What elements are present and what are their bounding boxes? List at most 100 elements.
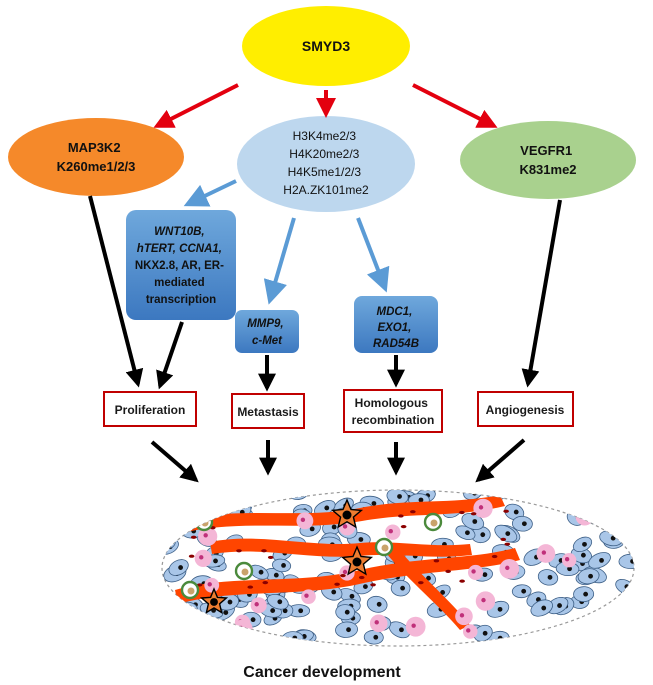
- tumor-cell-nucleus: [599, 557, 604, 563]
- tumor-cell-nucleus: [582, 541, 587, 547]
- immune-cell-nucleus: [203, 533, 208, 538]
- tumor-cell-nucleus: [397, 494, 402, 499]
- tumor-cell-nucleus: [418, 497, 424, 503]
- tumor-cell-nucleus: [331, 524, 337, 530]
- tumor-cell-nucleus: [270, 608, 276, 613]
- red-blood-cell: [470, 512, 477, 516]
- immune-cell: [385, 524, 401, 540]
- wnt-gene-box: WNT10B, hTERT, CCNA1, NKX2.8, AR, ER- me…: [126, 210, 236, 320]
- fibroblast-nucleus: [210, 598, 218, 606]
- tumor-cell-nucleus: [630, 589, 634, 595]
- tumor-cell-nucleus: [626, 529, 632, 535]
- tumor-cell-nucleus: [186, 606, 192, 611]
- arrow-smyd3-to-map3k2: [153, 83, 239, 128]
- tumor-cell-nucleus: [205, 511, 211, 516]
- tumor-cell: [211, 490, 236, 501]
- macrophage-nucleus: [381, 544, 389, 552]
- red-blood-cell: [459, 579, 465, 583]
- tumor-cell-nucleus: [376, 601, 382, 607]
- immune-cell-nucleus: [342, 524, 348, 529]
- red-blood-cell: [491, 554, 498, 559]
- arrow-vegfr1-to-angiogenesis: [521, 199, 562, 388]
- tumor-cell-nucleus: [363, 584, 368, 590]
- tumor-cell-nucleus: [258, 569, 264, 575]
- immune-cell: [405, 616, 426, 637]
- tumor-cell-nucleus: [281, 563, 286, 568]
- tumor-illustration: [161, 489, 635, 647]
- tumor-cell-nucleus: [309, 526, 315, 532]
- tumor-cell-nucleus: [547, 574, 553, 580]
- tumor-cell-nucleus: [349, 593, 355, 599]
- tumor-cell-nucleus: [633, 491, 634, 497]
- tumor-cell-nucleus: [472, 490, 477, 496]
- immune-cell-nucleus: [342, 569, 348, 575]
- immune-cell: [455, 607, 473, 626]
- tumor-cell-nucleus: [223, 610, 229, 615]
- tumor-cell-nucleus: [227, 507, 233, 513]
- immune-cell: [575, 507, 594, 526]
- immune-cell-nucleus: [300, 517, 306, 523]
- tumor-cell-nucleus: [521, 588, 527, 594]
- immune-cell-nucleus: [199, 555, 204, 560]
- proliferation-box: Proliferation: [103, 391, 197, 427]
- tumor-cell-nucleus: [400, 585, 406, 591]
- tumor-cell-nucleus: [597, 515, 603, 520]
- tumor-cell-nucleus: [273, 572, 279, 578]
- tumor-cell-nucleus: [513, 509, 519, 515]
- tumor-cell-nucleus: [465, 530, 470, 536]
- fibroblast-nucleus: [352, 557, 362, 567]
- tumor-cell-nucleus: [496, 491, 502, 497]
- tumor-cell-nucleus: [250, 617, 256, 623]
- tumor-cell-nucleus: [588, 573, 593, 579]
- tumor-cell: [615, 490, 634, 501]
- tumor-cell-nucleus: [534, 640, 540, 646]
- histone-marks-node: H3K4me2/3 H4K20me2/3 H4K5me1/2/3 H2A.ZK1…: [237, 116, 415, 212]
- histone-marks-label: H3K4me2/3 H4K20me2/3 H4K5me1/2/3 H2A.ZK1…: [283, 129, 369, 197]
- tumor-cell-nucleus: [346, 627, 351, 633]
- tumor-cell-nucleus: [482, 572, 488, 578]
- red-blood-cell: [247, 585, 254, 589]
- mdc-gene-box: MDC1, EXO1, RAD54B: [354, 296, 438, 353]
- arrow-wnt-to-proliferation: [156, 321, 184, 390]
- tumor-cell: [224, 631, 243, 646]
- red-blood-cell: [188, 554, 195, 558]
- red-blood-cell: [504, 542, 511, 546]
- red-blood-cell: [410, 510, 416, 514]
- smyd3-label: SMYD3: [302, 38, 350, 54]
- tumor-cell-nucleus: [241, 490, 247, 495]
- immune-cell: [301, 589, 316, 605]
- homologous-recombination-box: Homologous recombination: [343, 389, 443, 433]
- red-blood-cell: [500, 537, 507, 541]
- red-blood-cell: [400, 525, 407, 529]
- tumor-cell-nucleus: [609, 611, 615, 617]
- tumor-cell-nucleus: [521, 521, 527, 527]
- immune-cell-nucleus: [411, 623, 416, 628]
- immune-cell: [475, 591, 496, 611]
- immune-cell-nucleus: [580, 513, 585, 518]
- immune-cell-nucleus: [466, 628, 471, 633]
- arrow-histone-to-mdc: [356, 217, 390, 293]
- arrow-smyd3-to-vegfr1: [412, 83, 498, 128]
- tumor-cell-nucleus: [541, 605, 547, 611]
- tumor-cell-nucleus: [213, 558, 218, 564]
- blood-vessel-middle: [210, 538, 472, 557]
- red-blood-cell: [433, 559, 440, 563]
- immune-cell: [250, 597, 267, 614]
- tumor-cell: [194, 494, 214, 511]
- immune-cell-nucleus: [471, 569, 476, 574]
- tumor-overlay: [180, 498, 594, 639]
- immune-cell: [296, 512, 314, 530]
- tumor-cell-nucleus: [567, 566, 572, 572]
- tumor-cell-nucleus: [610, 535, 616, 541]
- immune-cell-nucleus: [207, 582, 212, 587]
- immune-cell: [499, 559, 520, 579]
- arrow-histone-to-wnt: [183, 179, 237, 207]
- immune-cell-nucleus: [478, 505, 484, 510]
- immune-cell-nucleus: [459, 613, 465, 618]
- tumor-cell-nucleus: [277, 599, 283, 605]
- immune-cell-nucleus: [374, 620, 379, 625]
- arrow-proliferation-to-tumor: [150, 440, 199, 483]
- tumor-cell-nucleus: [227, 599, 233, 605]
- red-blood-cell: [418, 581, 424, 585]
- macrophage-cell: [194, 512, 214, 532]
